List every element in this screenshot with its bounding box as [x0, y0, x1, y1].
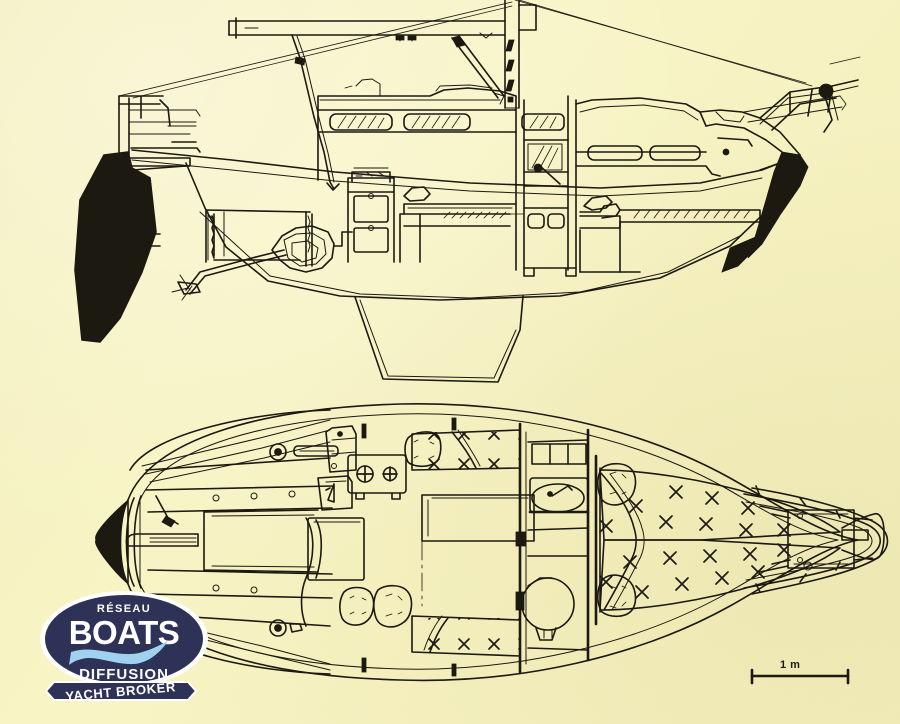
galley-plan — [347, 454, 407, 500]
stanchions — [361, 417, 457, 677]
rudder — [74, 151, 187, 343]
head-compartment-plan — [521, 428, 590, 662]
bow-shading — [721, 151, 809, 273]
profile-view — [74, 0, 861, 383]
logo-ribbon — [46, 682, 196, 700]
coachroof — [317, 78, 517, 181]
propeller-shaft — [171, 249, 287, 301]
logo-wave — [69, 641, 168, 665]
bow-pulpit-plan — [743, 485, 889, 595]
boats-diffusion-logo: RÉSEAU BOATS DIFFUSION YACHT BROKER — [38, 583, 210, 704]
forward-cabin-profile — [575, 97, 761, 273]
head-compartment-profile — [515, 95, 577, 277]
mast-support-strut — [451, 35, 505, 105]
scale-bar-label: 1 m — [780, 659, 801, 671]
boom-vang — [291, 34, 340, 191]
v-berth — [594, 454, 841, 626]
boom — [228, 17, 506, 42]
mast — [504, 0, 537, 109]
winches — [269, 443, 339, 637]
main-bulkhead — [515, 422, 527, 674]
cockpit-profile — [205, 209, 313, 267]
companionway — [300, 425, 357, 627]
logo-top-text: RÉSEAU — [97, 602, 151, 615]
chart-table — [307, 517, 365, 581]
scale-bar — [750, 668, 850, 685]
logo-sub-text: DIFFUSION — [79, 666, 169, 683]
saloon — [339, 429, 535, 657]
keel — [354, 295, 524, 383]
stern-pulpit — [112, 95, 201, 167]
cockpit-plan — [129, 409, 333, 675]
standing-rigging — [118, 0, 861, 99]
coachroof-windows — [329, 113, 565, 131]
bow-pulpit — [743, 79, 859, 133]
hull-profile — [131, 149, 801, 301]
transom — [95, 495, 142, 589]
anchor-locker — [759, 505, 885, 573]
plan-view — [95, 402, 889, 682]
cabin-interior — [347, 167, 525, 263]
logo-ribbon-outline — [44, 681, 198, 701]
tiller — [125, 495, 199, 547]
